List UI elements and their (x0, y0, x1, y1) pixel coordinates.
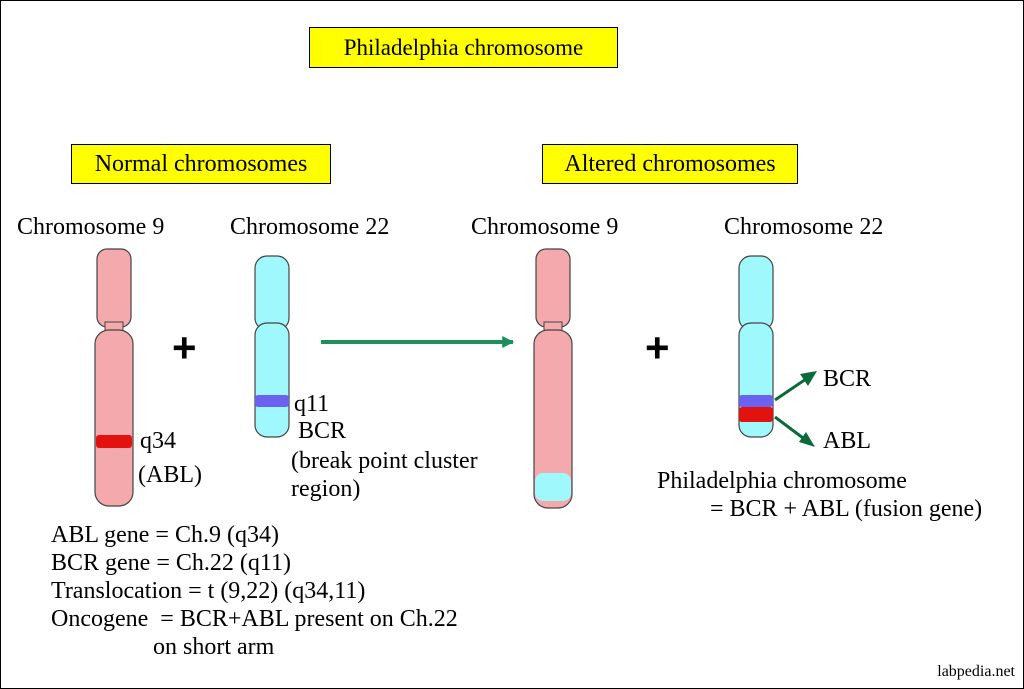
plus-sign-normal: + (172, 324, 197, 371)
translocated-chr22-segment (535, 473, 571, 501)
bcr-pointer-arrow (774, 375, 810, 402)
watermark: labpedia.net (937, 663, 1015, 680)
abl-label-altered: ABL (823, 428, 871, 454)
altered-heading: Altered chromosomes (564, 151, 776, 177)
altered-chr22-label: Chromosome 22 (724, 214, 884, 240)
note-abl-gene: ABL gene = Ch.9 (q34) (51, 522, 279, 548)
note-oncogene-cont: on short arm (51, 634, 275, 660)
normal-heading: Normal chromosomes (94, 151, 308, 177)
altered-chromosome-9 (533, 248, 573, 509)
bcr-label-normal: BCR (298, 418, 347, 444)
abl-band-q34 (96, 435, 132, 448)
normal-chr22-label: Chromosome 22 (230, 214, 390, 240)
q34-label: q34 (140, 428, 176, 454)
altered-chr9-label: Chromosome 9 (471, 214, 619, 240)
philadelphia-caption-line2: = BCR + ABL (fusion gene) (710, 496, 983, 522)
title-box: Philadelphia chromosome (309, 27, 618, 68)
normal-chromosome-9 (94, 248, 134, 507)
abl-label-normal: (ABL) (138, 462, 202, 488)
bcr-label-altered: BCR (823, 366, 872, 392)
plus-sign-altered: + (645, 324, 670, 371)
normal-heading-box: Normal chromosomes (71, 144, 331, 184)
altered-heading-box: Altered chromosomes (542, 144, 798, 184)
bcr-band-q11 (255, 395, 289, 407)
q11-label: q11 (294, 391, 330, 417)
philadelphia-caption-line1: Philadelphia chromosome (657, 468, 907, 494)
note-oncogene: Oncogene = BCR+ABL present on Ch.22 (51, 606, 458, 632)
normal-chromosome-22 (254, 255, 290, 438)
note-bcr-gene: BCR gene = Ch.22 (q11) (51, 550, 291, 576)
page-title: Philadelphia chromosome (343, 35, 584, 60)
bcr-desc-line1: (break point cluster (291, 448, 478, 474)
abl-band (739, 407, 773, 422)
bcr-band (739, 395, 773, 407)
normal-chr9-label: Chromosome 9 (17, 214, 165, 240)
abl-pointer-arrow (774, 415, 808, 443)
notes-list: ABL gene = Ch.9 (q34) BCR gene = Ch.22 (… (51, 521, 458, 661)
note-translocation: Translocation = t (9,22) (q34,11) (51, 578, 366, 604)
bcr-desc-line2: region) (291, 476, 361, 502)
altered-chromosome-22 (738, 255, 774, 438)
